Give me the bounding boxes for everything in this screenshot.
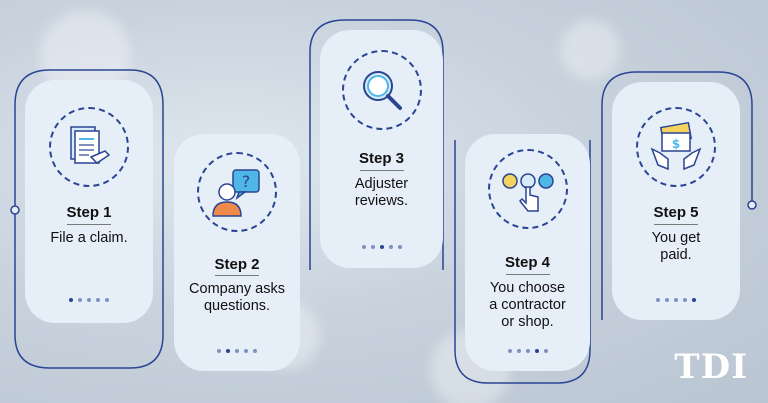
step-5-title: Step 5 [653, 204, 699, 221]
step-dot [379, 245, 384, 249]
step-1-desc-line: File a claim. [50, 230, 128, 246]
step-dot [87, 298, 91, 302]
step-5-dots [612, 298, 740, 302]
step-1-icon-ring [49, 107, 129, 187]
step-dot [525, 349, 530, 353]
step-dot [683, 298, 687, 302]
step-2-divider [215, 275, 259, 276]
step-3-icon-ring [341, 50, 422, 130]
step-2-desc: Company asks questions. [180, 281, 294, 315]
svg-text:$: $ [672, 137, 680, 151]
step-4-title: Step 4 [504, 254, 550, 271]
step-1-title: Step 1 [66, 204, 112, 221]
step-4-desc-line: You choose [489, 280, 566, 296]
step-dot [543, 349, 548, 353]
step-4-dots [465, 349, 590, 353]
step-3-dots [320, 245, 443, 249]
choice-tap-icon [501, 173, 554, 212]
step-dot [217, 349, 221, 353]
step-1-card: Step 1 File a claim. [25, 80, 153, 323]
step-dot [656, 298, 660, 302]
step-2-icon-ring: ? [197, 152, 277, 232]
step-3-card: Step 3 Adjuster reviews. [320, 30, 443, 268]
step-2-desc-line: questions. [203, 298, 271, 314]
step-5-desc: You get paid. [618, 230, 734, 264]
tdi-logo: TDI [674, 347, 748, 387]
step-dot [370, 245, 375, 249]
step-dot [96, 298, 100, 302]
step-4-divider [505, 274, 550, 275]
step-dot [674, 298, 678, 302]
step-dot [388, 245, 393, 249]
step-4-desc: You choose a contractor or shop. [471, 280, 584, 331]
step-1-desc: File a claim. [31, 230, 147, 247]
step-dot [244, 349, 248, 353]
step-3-title: Step 3 [358, 150, 404, 167]
step-1-dots [25, 298, 153, 302]
step-3-divider [359, 170, 404, 171]
step-2-dots [174, 349, 300, 353]
step-dot [78, 298, 82, 302]
step-5-desc-line: paid. [660, 247, 692, 263]
step-4-desc-line: a contractor [489, 297, 566, 313]
document-hand-icon [70, 126, 111, 164]
step-2-card: ? Step 2 Company asks questions. [174, 134, 300, 371]
step-dot [105, 298, 109, 302]
step-5-card: $ Step 5 You get paid. [612, 82, 740, 320]
step-dot [516, 349, 521, 353]
step-2-title: Step 2 [214, 256, 260, 273]
step-dot [665, 298, 669, 302]
step-3-desc-line: reviews. [354, 193, 409, 209]
step-dot [534, 349, 539, 353]
step-3-desc: Adjuster reviews. [326, 176, 437, 210]
step-4-icon-ring [487, 149, 568, 229]
step-5-divider [654, 224, 698, 225]
step-1-divider [67, 224, 111, 225]
step-dot [253, 349, 257, 353]
step-4-card: Step 4 You choose a contractor or shop. [465, 134, 590, 371]
step-dot [226, 349, 230, 353]
step-dot [361, 245, 366, 249]
step-dot [235, 349, 239, 353]
person-question-icon: ? [212, 169, 260, 217]
step-2-desc-line: Company asks [189, 281, 285, 297]
magnifier-icon [362, 71, 402, 110]
step-dot [397, 245, 402, 249]
step-5-desc-line: You get [651, 230, 701, 246]
step-dot [69, 298, 73, 302]
svg-text:?: ? [242, 172, 251, 191]
step-dot [692, 298, 696, 302]
step-4-desc-line: or shop. [501, 314, 554, 330]
money-hands-icon: $ [650, 121, 702, 171]
step-5-icon-ring: $ [636, 107, 716, 187]
step-dot [507, 349, 512, 353]
step-3-desc-line: Adjuster [354, 176, 409, 192]
